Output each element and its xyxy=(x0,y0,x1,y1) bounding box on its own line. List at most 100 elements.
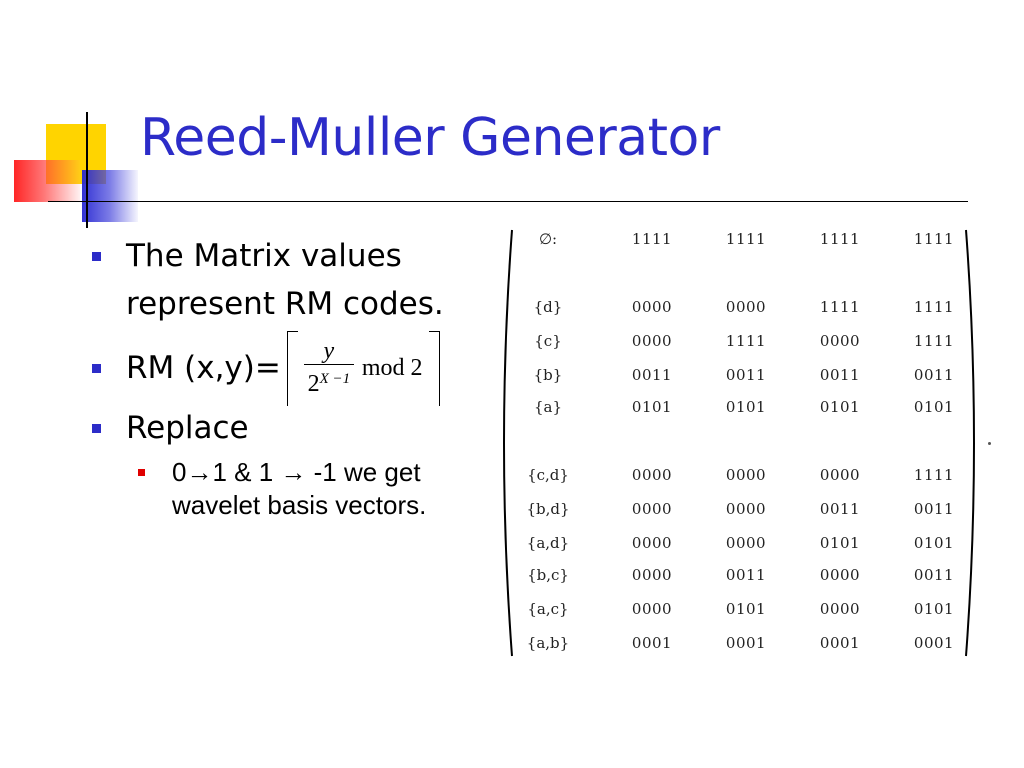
matrix-row: {d} 0000 0000 1111 1111 xyxy=(496,298,982,324)
matrix-cell: 1111 xyxy=(913,332,955,350)
bullet-marker xyxy=(92,364,101,373)
matrix-cell: 0000 xyxy=(631,298,673,316)
matrix-cell: 0011 xyxy=(819,500,861,518)
trailing-period xyxy=(988,442,991,445)
matrix-row-label: {c} xyxy=(534,332,562,350)
matrix-cell: 0011 xyxy=(725,566,767,584)
ceiling-left-bracket xyxy=(286,330,298,406)
matrix-cell: 0000 xyxy=(819,466,861,484)
formula-base: 2 xyxy=(307,371,320,398)
matrix-cell: 0000 xyxy=(631,566,673,584)
matrix-cell: 0101 xyxy=(631,398,673,416)
matrix-cell: 0000 xyxy=(631,332,673,350)
matrix-cell: 1111 xyxy=(631,230,673,248)
bullet-text: The Matrix values represent RM codes. xyxy=(126,238,444,322)
matrix-row-label: {d} xyxy=(533,298,563,316)
formula-mod: mod 2 xyxy=(361,355,423,381)
matrix-cell: 1111 xyxy=(725,230,767,248)
bullet-item: The Matrix values represent RM codes. xyxy=(92,232,462,328)
matrix-cell: 0101 xyxy=(725,398,767,416)
ceiling-right-bracket xyxy=(428,330,440,406)
matrix-row-label: {a,c} xyxy=(527,600,569,618)
bullet-text: Replace xyxy=(126,410,249,446)
matrix-row: {b,c} 0000 0011 0000 0011 xyxy=(496,566,982,592)
matrix-cell: 0000 xyxy=(631,466,673,484)
matrix-cell: 0011 xyxy=(913,566,955,584)
matrix-row: {b} 0011 0011 0011 0011 xyxy=(496,366,982,392)
matrix-cell: 1111 xyxy=(913,298,955,316)
sub-bullet-item: 0→1 & 1 → -1 we get wavelet basis vector… xyxy=(138,456,462,522)
formula-numerator: y xyxy=(323,337,335,364)
bullet-marker xyxy=(92,424,101,433)
bullet-item: Replace xyxy=(92,404,462,452)
slide-title: Reed-Muller Generator xyxy=(140,108,720,168)
matrix-row-label: {a} xyxy=(533,398,563,416)
matrix-cell: 0101 xyxy=(725,600,767,618)
matrix-row-label: {a,d} xyxy=(526,534,570,552)
matrix-cell: 0101 xyxy=(819,534,861,552)
corner-ornament xyxy=(0,0,150,240)
matrix-row: {b,d} 0000 0000 0011 0011 xyxy=(496,500,982,526)
matrix-row: {a} 0101 0101 0101 0101 xyxy=(496,398,982,424)
matrix-cell: 1111 xyxy=(819,230,861,248)
matrix-cell: 1111 xyxy=(913,230,955,248)
rm-formula: y 2X −1 mod 2 xyxy=(286,330,440,406)
sub-bullet-marker xyxy=(138,469,145,476)
matrix-row: ∅: 1111 1111 1111 1111 xyxy=(496,230,982,256)
matrix-cell: 0000 xyxy=(819,332,861,350)
bullet-list: The Matrix values represent RM codes. RM… xyxy=(92,232,462,522)
matrix-cell: 0000 xyxy=(819,600,861,618)
ornament-vertical-line xyxy=(86,112,88,228)
matrix-cell: 0101 xyxy=(913,534,955,552)
matrix-row: {a,b} 0001 0001 0001 0001 xyxy=(496,634,982,660)
sub-bullet-text: 0→1 & 1 → -1 we get wavelet basis vector… xyxy=(172,457,427,520)
matrix-cell: 0000 xyxy=(631,600,673,618)
matrix-row: {a,c} 0000 0101 0000 0101 xyxy=(496,600,982,626)
matrix-cell: 0000 xyxy=(725,466,767,484)
matrix-cell: 1111 xyxy=(913,466,955,484)
matrix-row-label: {c,d} xyxy=(527,466,569,484)
matrix-right-paren xyxy=(965,229,975,657)
matrix-cell: 0001 xyxy=(725,634,767,652)
formula-exponent: X −1 xyxy=(319,371,351,388)
matrix-row-label: {b,d} xyxy=(526,500,570,518)
matrix-cell: 0001 xyxy=(913,634,955,652)
ornament-blue-square xyxy=(82,170,138,222)
matrix-cell: 0101 xyxy=(913,600,955,618)
matrix-cell: 1111 xyxy=(725,332,767,350)
matrix-parentheses xyxy=(503,229,975,657)
title-underline xyxy=(48,201,968,202)
matrix-cell: 0011 xyxy=(913,500,955,518)
ornament-red-square xyxy=(14,160,80,202)
matrix-row: {a,d} 0000 0000 0101 0101 xyxy=(496,534,982,560)
matrix-left-paren xyxy=(503,229,513,657)
matrix-cell: 1111 xyxy=(819,298,861,316)
matrix-cell: 0000 xyxy=(631,534,673,552)
formula-prefix: RM (x,y)= xyxy=(126,350,281,386)
matrix-row-label: ∅: xyxy=(538,230,558,248)
matrix-cell: 0011 xyxy=(913,366,955,384)
formula-fraction: y 2X −1 xyxy=(303,337,354,399)
formula-denominator: 2X −1 xyxy=(308,365,351,398)
matrix-cell: 0000 xyxy=(725,298,767,316)
matrix-cell: 0101 xyxy=(819,398,861,416)
bullet-marker xyxy=(92,252,101,261)
matrix-cell: 0011 xyxy=(725,366,767,384)
matrix-row-label: {b} xyxy=(533,366,563,384)
matrix-cell: 0000 xyxy=(819,566,861,584)
matrix-row-label: {a,b} xyxy=(526,634,570,652)
matrix-row: {c,d} 0000 0000 0000 1111 xyxy=(496,466,982,492)
matrix-cell: 0000 xyxy=(725,534,767,552)
matrix-cell: 0101 xyxy=(913,398,955,416)
matrix-cell: 0000 xyxy=(631,500,673,518)
matrix-cell: 0001 xyxy=(631,634,673,652)
matrix-row-label: {b,c} xyxy=(527,566,569,584)
fraction-bar xyxy=(303,363,354,366)
matrix-cell: 0011 xyxy=(631,366,673,384)
bullet-item-formula: RM (x,y)= y 2X −1 mod 2 xyxy=(92,330,462,406)
matrix-row: {c} 0000 1111 0000 1111 xyxy=(496,332,982,358)
matrix-cell: 0001 xyxy=(819,634,861,652)
matrix-cell: 0000 xyxy=(725,500,767,518)
matrix-cell: 0011 xyxy=(819,366,861,384)
